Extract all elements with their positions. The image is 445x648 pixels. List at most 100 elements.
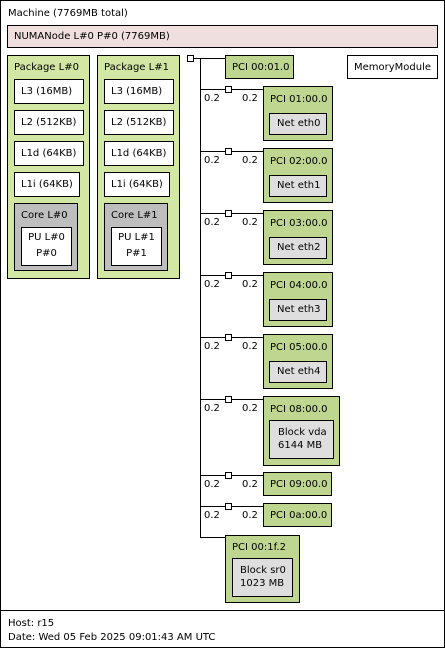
bandwidth-label: 0.2 — [204, 403, 220, 414]
device-label: Net eth3 — [277, 304, 321, 315]
bridge-port-pci09 — [225, 472, 232, 479]
package-0-l1d-cache: L1d (64KB) — [14, 141, 84, 166]
package-0-l2-label: L2 (512KB) — [21, 117, 77, 128]
bridge-port-pci01 — [225, 86, 232, 93]
bandwidth-label: 0.2 — [204, 510, 220, 521]
device-label: Block vda — [278, 427, 327, 438]
bandwidth-label: 0.2 — [204, 341, 220, 352]
pci-label: PCI 05:00.0 — [270, 342, 328, 353]
bus-vertical — [200, 58, 201, 538]
block-sr0: Block sr0 1023 MB — [232, 558, 293, 597]
bus-horizontal-top — [194, 58, 225, 59]
pci-root: PCI 00:01.0 — [225, 55, 294, 79]
bridge-port-pci02 — [225, 148, 232, 155]
bridge-port-pci05 — [225, 334, 232, 341]
pu-1-line2: P#1 — [126, 248, 147, 259]
package-1-label: Package L#1 — [104, 62, 169, 73]
numa-node: NUMANode L#0 P#0 (7769MB) — [7, 25, 438, 48]
pci-05-00-0: PCI 05:00.0 Net eth4 — [263, 334, 333, 389]
net-eth0: Net eth0 — [269, 113, 327, 135]
bridge-port-pci08 — [225, 396, 232, 403]
pu-0: PU L#0 P#0 — [21, 227, 72, 266]
package-1-l1i-cache: L1i (64KB) — [104, 172, 170, 197]
bandwidth-label: 0.2 — [242, 217, 258, 228]
footer-box: Host: r15 Date: Wed 05 Feb 2025 09:01:43… — [0, 610, 445, 648]
bandwidth-label: 0.2 — [242, 279, 258, 290]
package-1-l3-cache: L3 (16MB) — [104, 79, 174, 104]
date-label: Date: Wed 05 Feb 2025 09:01:43 AM UTC — [8, 632, 216, 643]
numa-label: NUMANode L#0 P#0 (7769MB) — [14, 31, 170, 42]
device-label: Net eth1 — [277, 180, 321, 191]
device-label: Net eth2 — [277, 242, 321, 253]
pci-09-00-0: PCI 09:00.0 — [263, 472, 332, 496]
pu-1-line1: PU L#1 — [118, 232, 155, 243]
package-1-l1d-label: L1d (64KB) — [111, 148, 167, 159]
bridge-port-pci03 — [225, 210, 232, 217]
bandwidth-label: 0.2 — [242, 403, 258, 414]
memory-module-label: MemoryModule — [354, 62, 432, 73]
pci-08-00-0: PCI 08:00.0 Block vda 6144 MB — [263, 396, 340, 466]
core-0-label: Core L#0 — [21, 210, 68, 221]
net-eth4: Net eth4 — [269, 361, 327, 383]
pci-label: PCI 0a:00.0 — [270, 510, 328, 521]
device-label: Net eth4 — [277, 366, 321, 377]
bandwidth-label: 0.2 — [204, 279, 220, 290]
pci-label: PCI 02:00.0 — [270, 156, 328, 167]
device-label: Block sr0 — [240, 565, 286, 576]
pci-0a-00-0: PCI 0a:00.0 — [263, 503, 332, 527]
bandwidth-label: 0.2 — [242, 93, 258, 104]
package-1-l1i-label: L1i (64KB) — [111, 179, 163, 190]
package-0: Package L#0 L3 (16MB) L2 (512KB) L1d (64… — [7, 55, 90, 279]
net-eth3: Net eth3 — [269, 299, 327, 321]
package-0-l3-cache: L3 (16MB) — [14, 79, 84, 104]
pu-1: PU L#1 P#1 — [111, 227, 162, 266]
package-0-l3-label: L3 (16MB) — [21, 86, 73, 97]
pci-03-00-0: PCI 03:00.0 Net eth2 — [263, 210, 333, 265]
pci-label: PCI 09:00.0 — [270, 479, 328, 490]
pu-0-line1: PU L#0 — [28, 232, 65, 243]
package-0-l1i-cache: L1i (64KB) — [14, 172, 80, 197]
bandwidth-label: 0.2 — [204, 217, 220, 228]
net-eth1: Net eth1 — [269, 175, 327, 197]
pci-label: PCI 03:00.0 — [270, 218, 328, 229]
bandwidth-label: 0.2 — [204, 93, 220, 104]
core-1: Core L#1 PU L#1 P#1 — [104, 203, 168, 271]
bandwidth-label: 0.2 — [242, 479, 258, 490]
pci-label: PCI 04:00.0 — [270, 280, 328, 291]
device-size: 1023 MB — [240, 578, 285, 589]
bridge-port-pci0a — [225, 503, 232, 510]
device-label: Net eth0 — [277, 118, 321, 129]
bridge-port-pci04 — [225, 272, 232, 279]
bus-root-square — [187, 55, 194, 62]
pci-label: PCI 01:00.0 — [270, 94, 328, 105]
core-0: Core L#0 PU L#0 P#0 — [14, 203, 78, 271]
package-0-label: Package L#0 — [14, 62, 79, 73]
bus-to-bottom-pci — [200, 537, 225, 538]
package-1-l2-cache: L2 (512KB) — [104, 110, 174, 135]
pci-root-label: PCI 00:01.0 — [232, 62, 290, 73]
machine-label: Machine (7769MB total) — [8, 8, 128, 19]
device-size: 6144 MB — [278, 440, 323, 451]
bandwidth-label: 0.2 — [242, 341, 258, 352]
package-1: Package L#1 L3 (16MB) L2 (512KB) L1d (64… — [97, 55, 180, 279]
bandwidth-label: 0.2 — [204, 155, 220, 166]
package-1-l1d-cache: L1d (64KB) — [104, 141, 174, 166]
memory-module: MemoryModule — [347, 55, 438, 79]
pci-00-1f-2: PCI 00:1f.2 Block sr0 1023 MB — [225, 535, 300, 603]
package-1-l2-label: L2 (512KB) — [111, 117, 167, 128]
pci-label: PCI 00:1f.2 — [232, 542, 286, 553]
pci-label: PCI 08:00.0 — [270, 404, 328, 415]
pci-01-00-0: PCI 01:00.0 Net eth0 — [263, 86, 333, 141]
block-vda: Block vda 6144 MB — [269, 420, 334, 459]
pci-02-00-0: PCI 02:00.0 Net eth1 — [263, 148, 333, 203]
bandwidth-label: 0.2 — [204, 479, 220, 490]
pu-0-line2: P#0 — [36, 248, 57, 259]
core-1-label: Core L#1 — [111, 210, 158, 221]
package-0-l1i-label: L1i (64KB) — [21, 179, 73, 190]
bandwidth-label: 0.2 — [242, 510, 258, 521]
package-0-l1d-label: L1d (64KB) — [21, 148, 77, 159]
package-1-l3-label: L3 (16MB) — [111, 86, 163, 97]
host-label: Host: r15 — [8, 618, 55, 629]
pci-04-00-0: PCI 04:00.0 Net eth3 — [263, 272, 333, 327]
bandwidth-label: 0.2 — [242, 155, 258, 166]
